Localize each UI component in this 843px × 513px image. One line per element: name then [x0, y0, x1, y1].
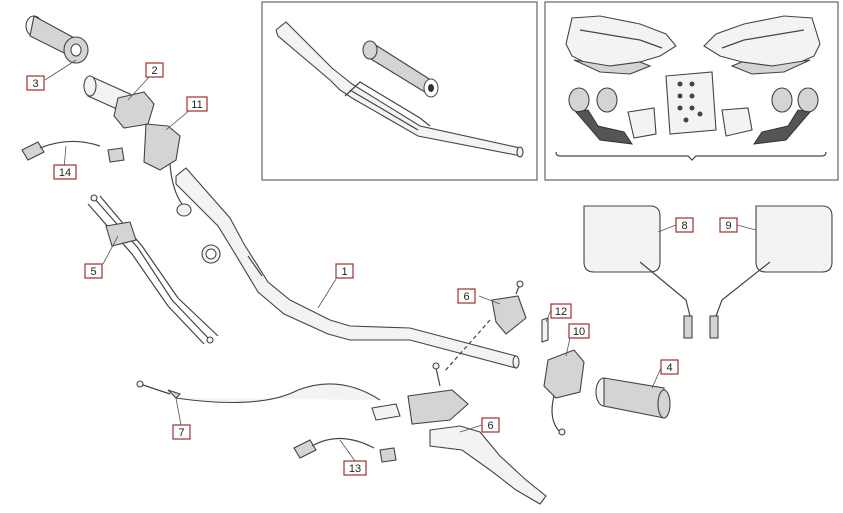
- svg-text:3: 3: [32, 78, 38, 90]
- throttle-cables-5: [87, 194, 219, 345]
- callout-11: 11: [186, 96, 208, 112]
- callout-14: 14: [53, 164, 77, 180]
- inset-grip: [362, 40, 439, 98]
- svg-text:10: 10: [573, 326, 585, 338]
- callout-7: 7: [172, 424, 191, 440]
- handguard-inset-frame: [544, 1, 839, 181]
- grip-right-4: [595, 377, 671, 419]
- svg-text:7: 7: [178, 427, 184, 439]
- callout-3: 3: [26, 75, 45, 91]
- svg-text:2: 2: [151, 65, 157, 77]
- clamp-ring: [201, 244, 221, 264]
- pin-12: [541, 317, 549, 343]
- throttle-housing: [113, 91, 192, 217]
- clutch-cable-7: [136, 380, 381, 403]
- callout-12: 12: [550, 303, 572, 319]
- callout-6-top: 6: [457, 288, 476, 304]
- handlebar: [175, 167, 520, 369]
- centre-dash-line: [443, 319, 491, 373]
- svg-text:5: 5: [90, 266, 96, 278]
- svg-text:9: 9: [725, 220, 731, 232]
- callout-9: 9: [719, 217, 738, 233]
- svg-text:1: 1: [341, 266, 347, 278]
- throttle-grip-left: [25, 15, 131, 115]
- callout-5: 5: [84, 263, 103, 279]
- wire-harness-13: [293, 437, 397, 463]
- callout-10: 10: [568, 323, 590, 339]
- handlebar-inset-frame: [261, 1, 538, 181]
- callout-2: 2: [145, 62, 164, 78]
- svg-text:4: 4: [666, 362, 672, 374]
- wire-harness-14: [21, 140, 125, 163]
- svg-text:6: 6: [463, 291, 469, 303]
- svg-text:14: 14: [59, 167, 71, 179]
- mirror-right-9: [709, 205, 833, 339]
- inset-handguard-left: [565, 15, 677, 75]
- svg-text:13: 13: [349, 463, 361, 475]
- svg-text:11: 11: [191, 99, 202, 111]
- switch-housing-10: [543, 349, 585, 436]
- svg-text:6: 6: [487, 420, 493, 432]
- svg-text:8: 8: [681, 220, 687, 232]
- svg-text:12: 12: [555, 306, 567, 318]
- callout-4: 4: [660, 359, 679, 375]
- callout-13: 13: [343, 460, 367, 476]
- inset-handlebar: [275, 21, 524, 158]
- callout-8: 8: [675, 217, 694, 233]
- callout-6-bottom: 6: [481, 417, 500, 433]
- lever-assembly: [371, 362, 547, 505]
- leader-lines: [44, 59, 757, 462]
- inset-bracket-line: [555, 151, 827, 161]
- inset-mount-brackets: [568, 71, 819, 145]
- mirror-left-8: [583, 205, 693, 339]
- clamp-6: [491, 280, 527, 335]
- callout-1: 1: [335, 263, 354, 279]
- inset-handguard-right: [703, 15, 821, 75]
